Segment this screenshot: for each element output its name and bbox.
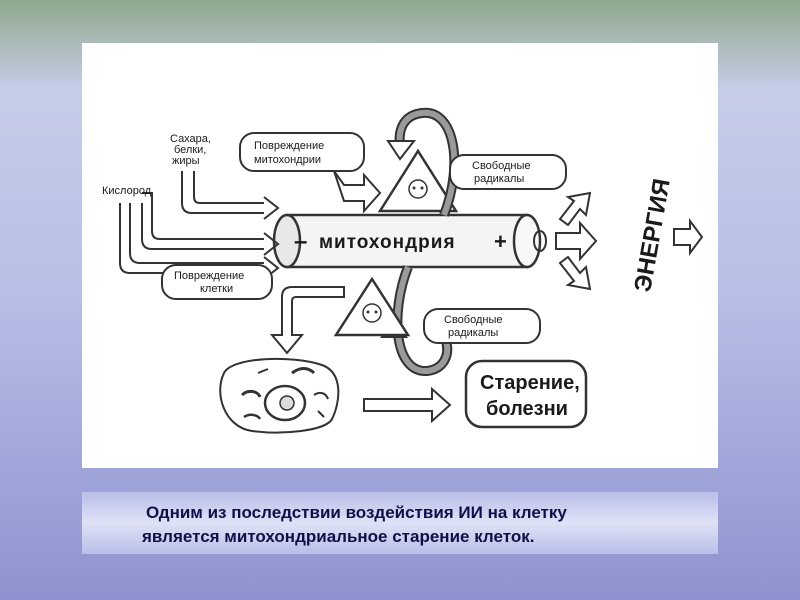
cell-damage-label-2: клетки bbox=[200, 283, 233, 295]
cell-damage-arrow bbox=[272, 287, 344, 353]
caption-line-1: Одним из последствии воздействия ИИ на к… bbox=[146, 503, 567, 523]
energy-label: ЭНЕРГИЯ bbox=[629, 177, 675, 294]
mito-damage-arrow bbox=[334, 171, 380, 211]
mitochondrion-minus: – bbox=[294, 228, 307, 255]
outcome-label-2: болезни bbox=[486, 398, 568, 420]
diagram-image: – митохондрия + Сахара, белки, жиры Кисл… bbox=[82, 43, 718, 468]
mitochondrion-plus: + bbox=[494, 229, 507, 254]
free-radicals-top-label-1: Свободные bbox=[472, 160, 530, 172]
oxygen-label: Кислород bbox=[102, 185, 152, 197]
cell-illustration bbox=[220, 359, 338, 433]
cell-damage-label-1: Повреждение bbox=[174, 270, 244, 282]
nutrients-label-3: жиры bbox=[172, 155, 200, 167]
outcome-label-1: Старение, bbox=[480, 372, 580, 394]
free-radicals-bottom-label-1: Свободные bbox=[444, 314, 502, 326]
mito-damage-label-1: Повреждение bbox=[254, 140, 324, 152]
mito-damage-label-2: митохондрии bbox=[254, 154, 321, 166]
free-radicals-bottom-label-2: радикалы bbox=[448, 327, 498, 339]
energy-arrows bbox=[556, 193, 702, 289]
caption-line-2: является митохондриальное старение клето… bbox=[142, 527, 534, 547]
outcome-arrow bbox=[364, 389, 450, 421]
free-radicals-top-label-2: радикалы bbox=[474, 173, 524, 185]
mitochondrion-label: митохондрия bbox=[319, 232, 456, 253]
